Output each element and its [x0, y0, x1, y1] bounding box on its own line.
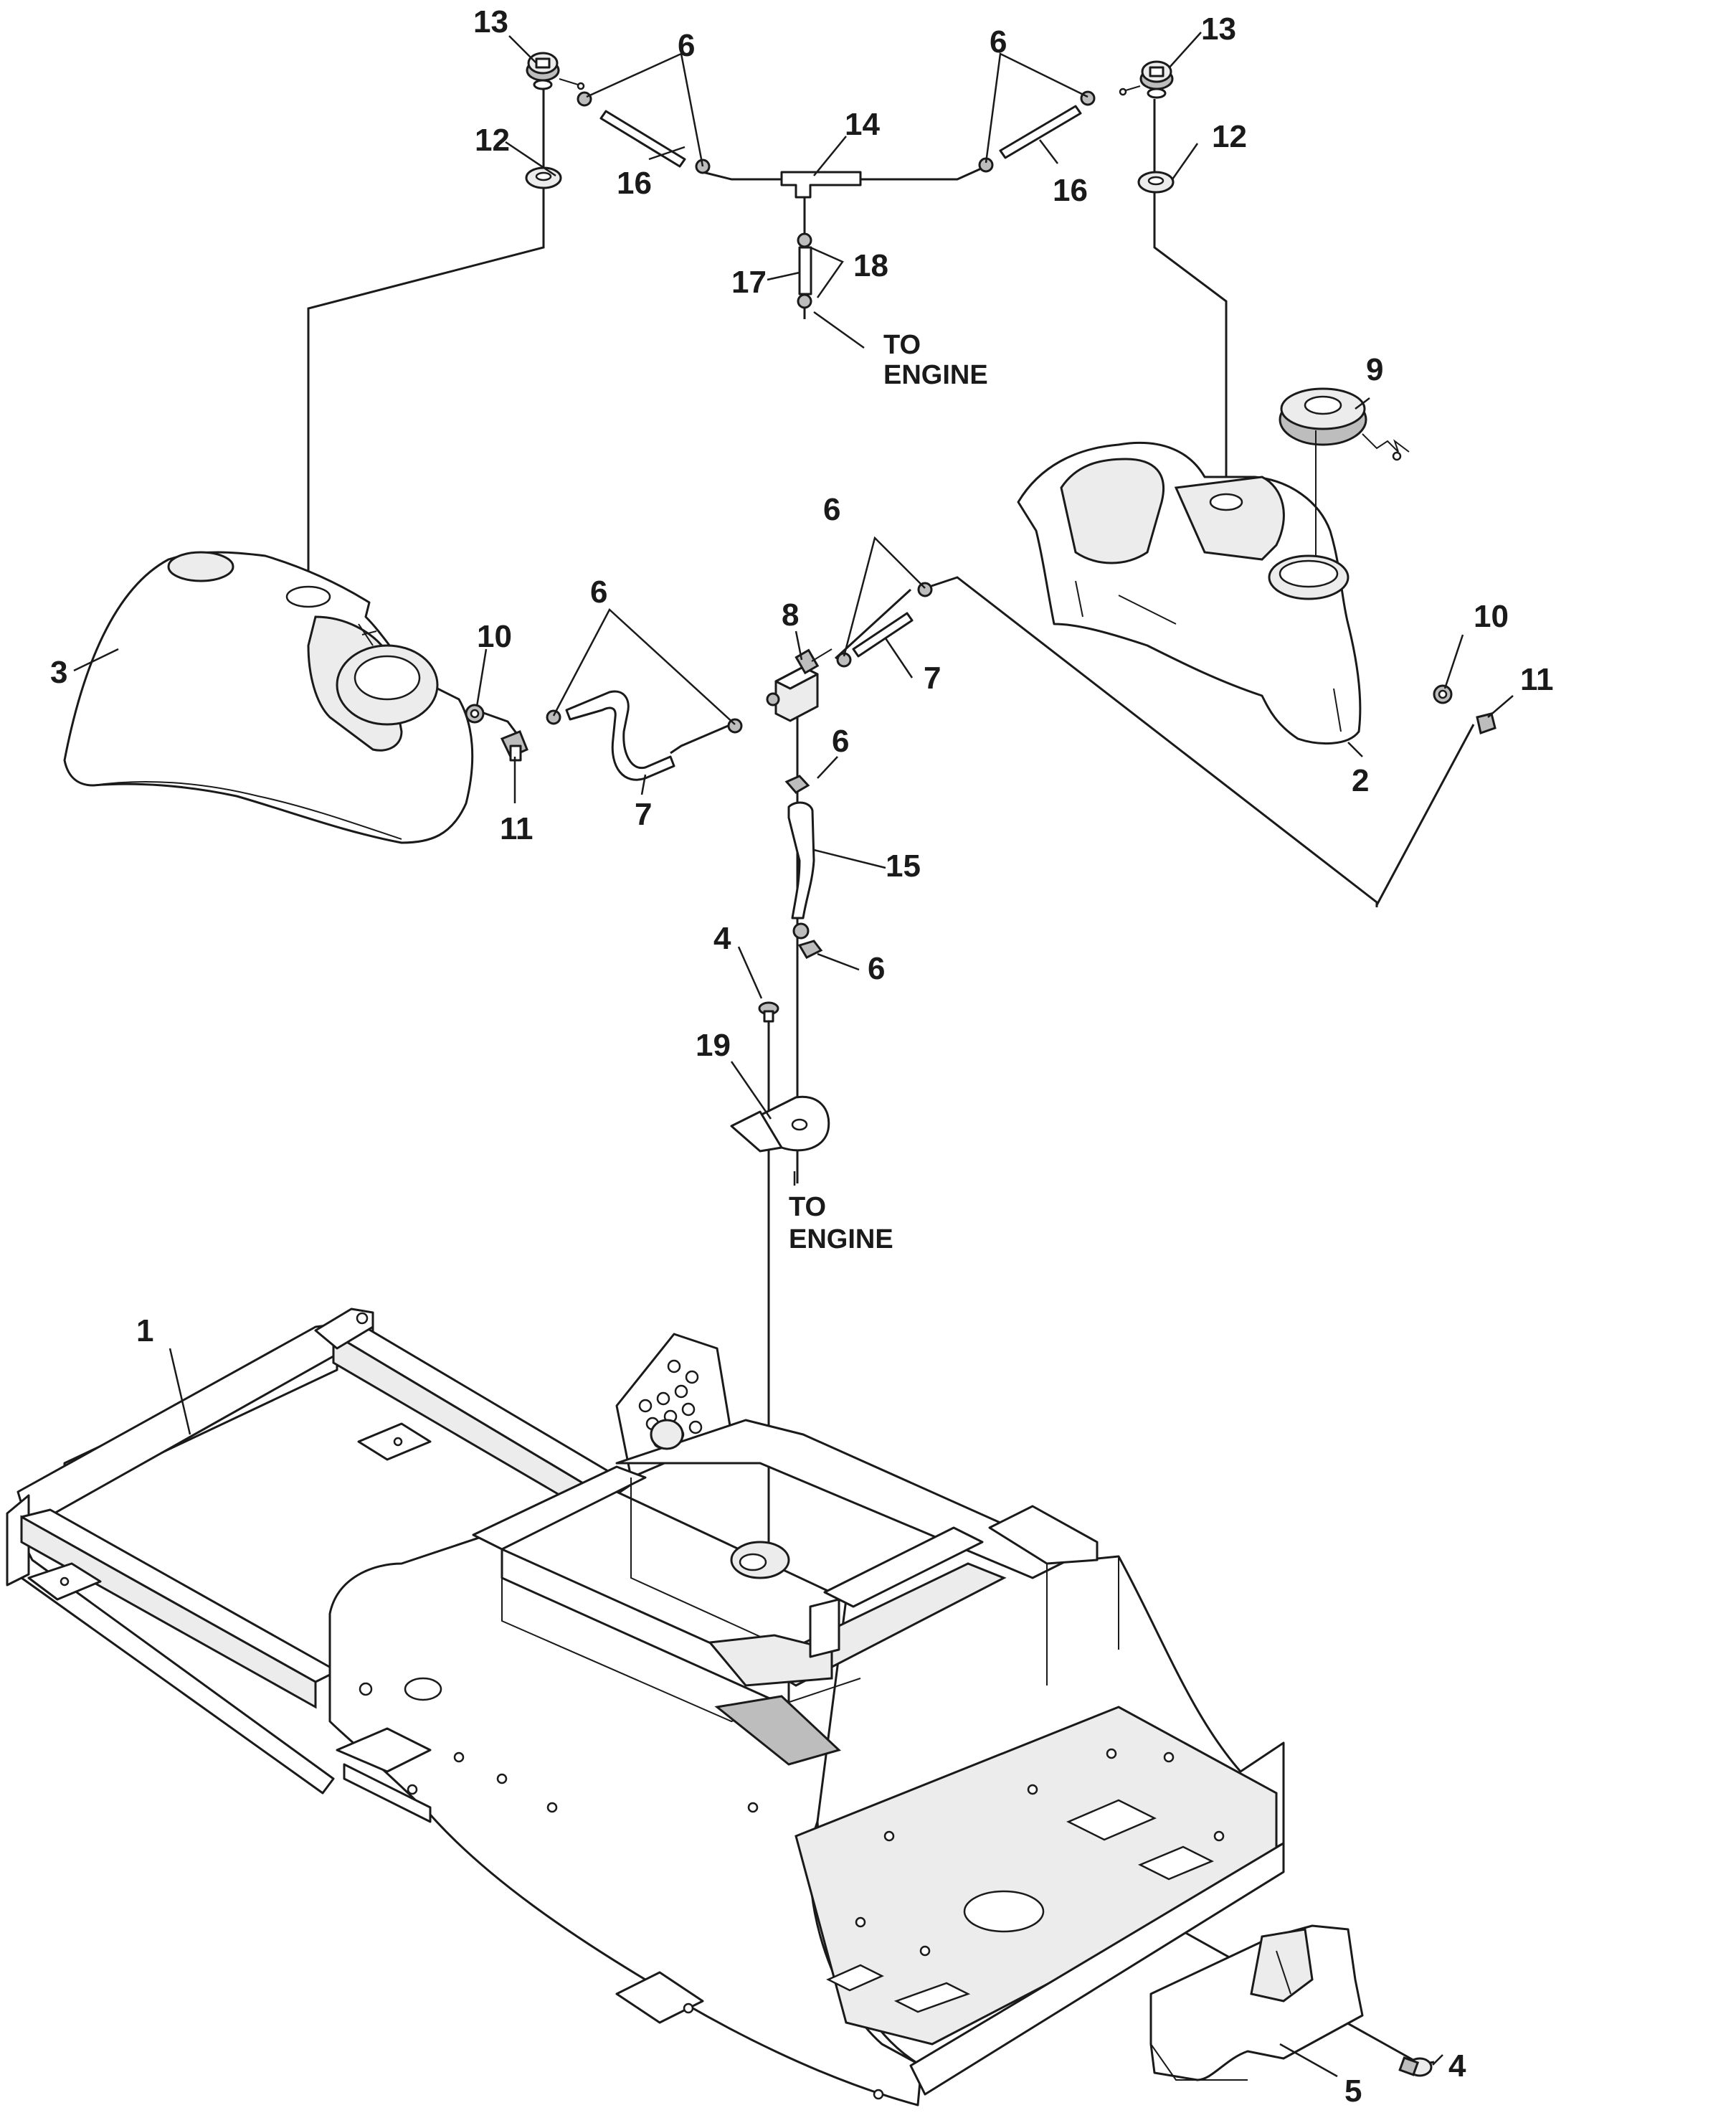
callout-2: 2 — [1352, 763, 1369, 798]
callout-4-rear: 4 — [1448, 2048, 1466, 2084]
callout-5: 5 — [1344, 2074, 1362, 2109]
callout-14: 14 — [845, 107, 880, 142]
to-engine-note-bottom: TO ENGINE — [789, 1192, 893, 1254]
callout-6-top-right: 6 — [990, 24, 1007, 60]
callout-leaders — [73, 32, 1514, 2078]
to-engine-top-line1: TO — [883, 330, 921, 360]
vent-cap-right — [1119, 60, 1174, 99]
callout-16-left: 16 — [617, 166, 652, 201]
callout-17: 17 — [731, 265, 767, 300]
fuel-shutoff-valve — [766, 648, 833, 722]
callout-18: 18 — [853, 248, 888, 283]
bolt-rear — [1398, 2056, 1433, 2077]
callout-3: 3 — [50, 655, 67, 690]
callout-13-right: 13 — [1201, 11, 1236, 47]
callout-13-left: 13 — [473, 4, 508, 39]
callout-6-filter-bottom: 6 — [868, 951, 885, 986]
to-engine-top-line2: ENGINE — [883, 360, 988, 390]
grommet-left — [525, 166, 562, 189]
vent-cap-left — [526, 52, 585, 90]
callout-4-upper: 4 — [713, 921, 731, 956]
bolt-upper — [758, 1001, 779, 1023]
callout-7-right: 7 — [924, 661, 941, 696]
rear-guard-plate — [1149, 1924, 1364, 2081]
callout-19: 19 — [696, 1028, 731, 1063]
to-engine-note-top: TO ENGINE — [883, 330, 988, 390]
hardware — [465, 52, 1497, 2077]
callout-6-filter-top: 6 — [832, 724, 849, 759]
callout-11-right: 11 — [1520, 662, 1554, 697]
callout-6-top-left: 6 — [678, 28, 695, 63]
callout-1: 1 — [136, 1313, 153, 1348]
callout-11-left: 11 — [500, 811, 533, 846]
to-engine-bottom-line1: TO — [789, 1192, 826, 1222]
callout-12-left: 12 — [475, 123, 510, 158]
callout-10-right: 10 — [1474, 599, 1509, 634]
callout-8: 8 — [782, 597, 799, 633]
callout-16-right: 16 — [1053, 173, 1088, 208]
callout-12-right: 12 — [1212, 119, 1247, 154]
mower-frame — [6, 1308, 1285, 2107]
to-engine-bottom-line2: ENGINE — [789, 1224, 893, 1254]
right-fuel-tank — [1017, 441, 1362, 745]
fuel-cap — [1279, 387, 1410, 556]
callout-6-mid-right: 6 — [823, 492, 840, 527]
callout-labels: 1 2 3 4 4 5 6 6 6 6 6 6 7 7 8 9 10 10 11… — [50, 4, 1554, 2109]
grommet-right — [1137, 171, 1175, 194]
fuel-line-bracket — [730, 1095, 830, 1153]
callout-9: 9 — [1366, 352, 1383, 387]
callout-7-left: 7 — [635, 797, 652, 832]
callout-6-mid-left: 6 — [590, 575, 607, 610]
left-fuel-tank — [63, 551, 474, 844]
callout-10-left: 10 — [477, 619, 512, 654]
callout-15: 15 — [886, 848, 921, 884]
